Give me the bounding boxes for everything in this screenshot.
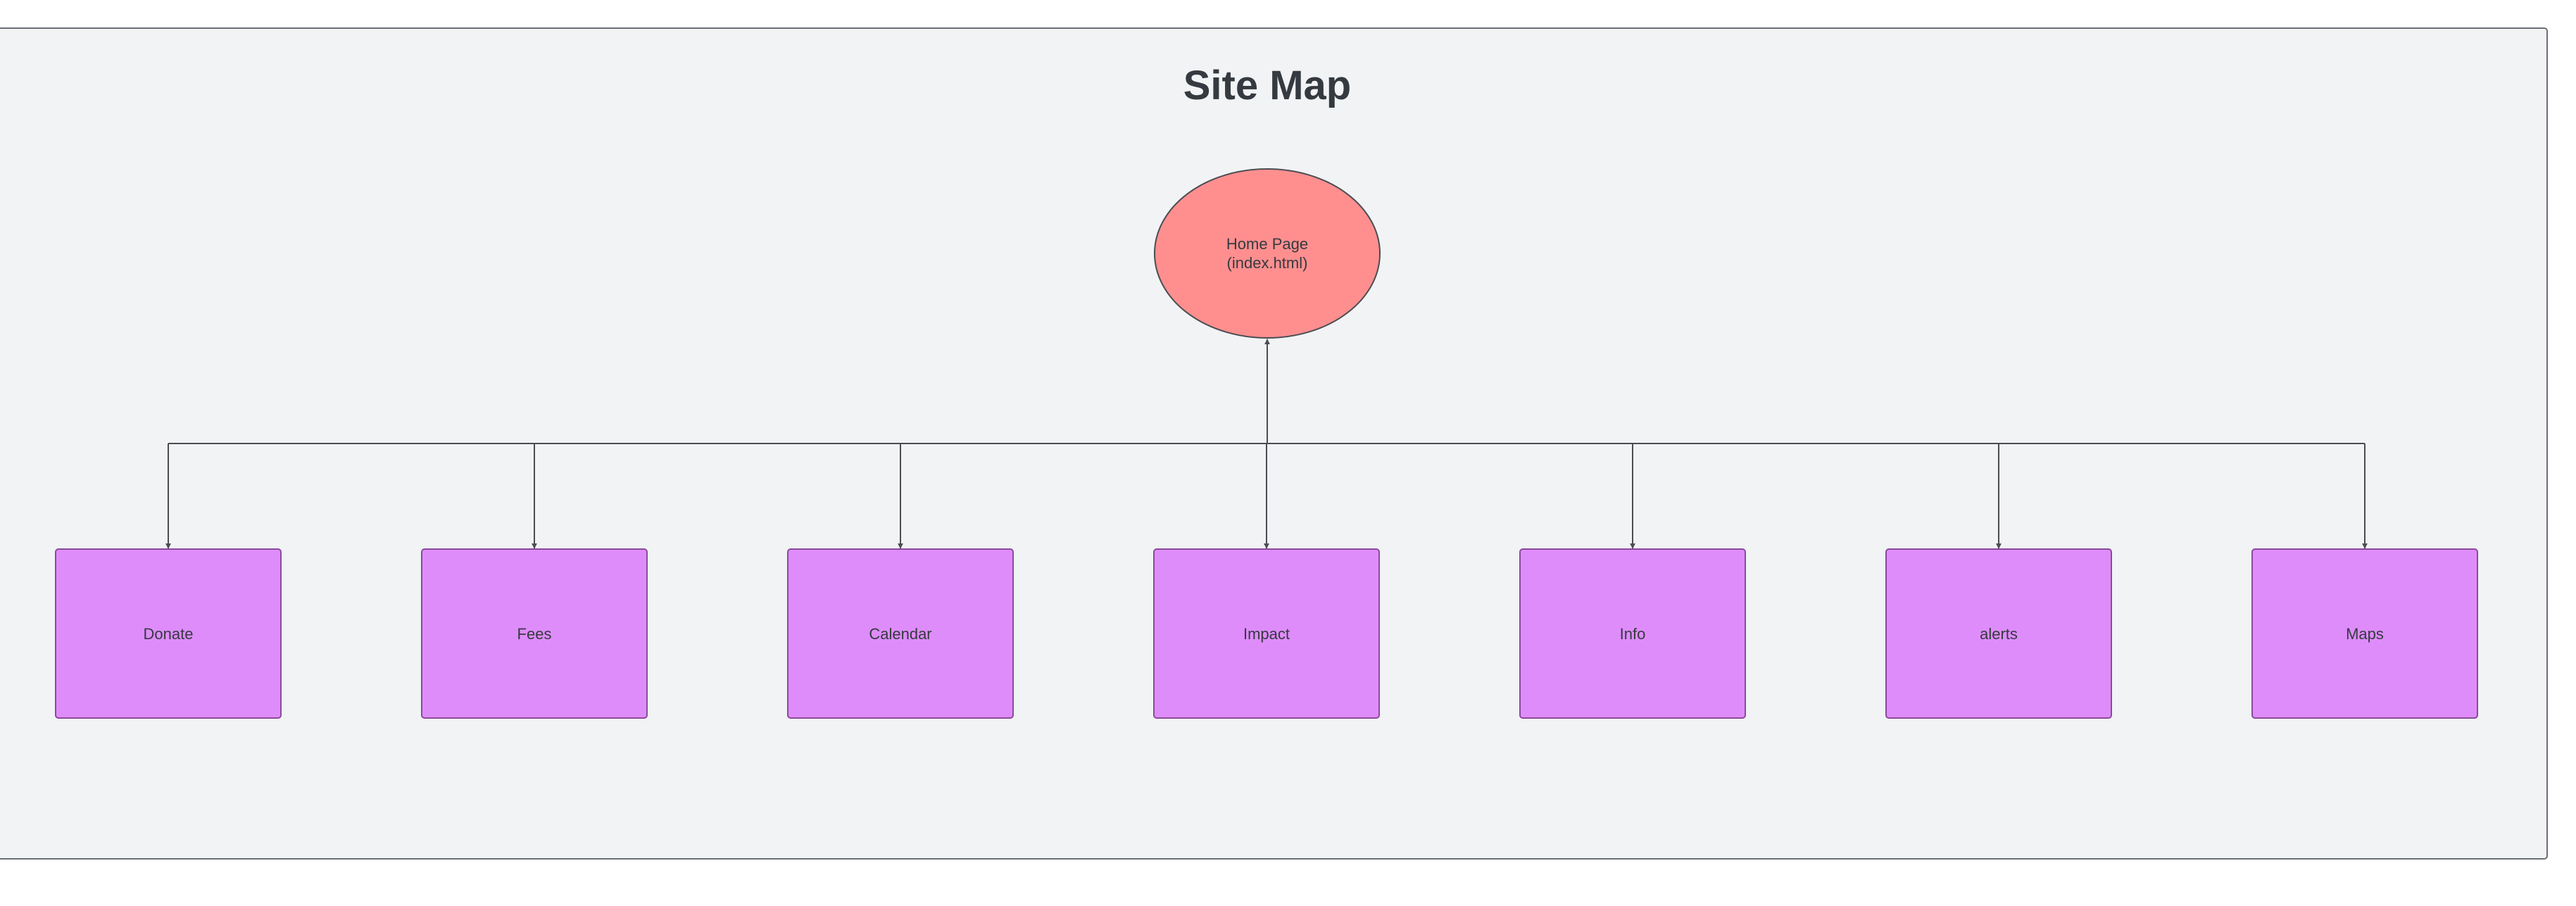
- page-node-alerts[interactable]: [1885, 548, 2112, 719]
- page-node-label-donate: Donate: [143, 624, 194, 643]
- root-node-label-line2: (index.html): [1226, 254, 1308, 272]
- page-node-impact[interactable]: [1153, 548, 1380, 719]
- page-node-label-maps: Maps: [2346, 624, 2384, 643]
- page-node-label-impact: Impact: [1243, 624, 1290, 643]
- root-node-label-line1: Home Page: [1226, 235, 1309, 253]
- page-node-label-info: Info: [1619, 624, 1646, 643]
- page-node-donate[interactable]: [55, 548, 282, 719]
- page-node-label-fees: Fees: [517, 624, 552, 643]
- root-node-home-page[interactable]: [1154, 168, 1381, 339]
- page-node-maps[interactable]: [2251, 548, 2478, 719]
- page-node-calendar[interactable]: [787, 548, 1014, 719]
- page-node-info[interactable]: [1519, 548, 1746, 719]
- page-node-label-alerts: alerts: [1980, 624, 2018, 643]
- root-node-label: Home Page (index.html): [1155, 169, 1380, 338]
- diagram-title: Site Map: [1183, 63, 1352, 108]
- page-node-label-calendar: Calendar: [869, 624, 932, 643]
- page-nodes: [55, 548, 2478, 719]
- page-node-fees[interactable]: [421, 548, 648, 719]
- connectors: [165, 339, 2368, 549]
